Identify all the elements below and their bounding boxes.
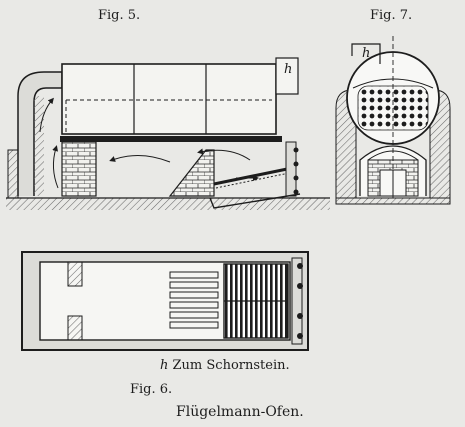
- fig6-front-plate: [291, 257, 303, 345]
- fig6-baffle-bottom: [67, 315, 83, 341]
- caption: Flügelmann-Ofen.: [176, 404, 304, 420]
- fig5-flue-wall: [34, 96, 44, 196]
- fig7-section: [335, 36, 451, 205]
- fig5-shelf: [60, 136, 282, 142]
- fig5-floor: [6, 198, 330, 210]
- fig7-label: Fig. 7.: [370, 8, 413, 23]
- fig7-chimney-outline: [351, 43, 381, 64]
- legend-symbol: h: [160, 358, 169, 373]
- fig6-plan: [21, 251, 309, 351]
- fig5-chimney-connection: [275, 57, 299, 95]
- fig6-flue-ribs: [169, 271, 219, 329]
- fig5-chimney-marker: h: [284, 62, 293, 77]
- fig5-fire-bridge: [168, 149, 215, 197]
- fig5-boiler-drum: [61, 63, 277, 135]
- legend: h Zum Schornstein.: [160, 358, 290, 373]
- fig5-grate: [213, 166, 293, 186]
- fig6-label: Fig. 6.: [130, 382, 173, 397]
- fig7-chimney-marker: h: [362, 46, 371, 61]
- fig6-baffle-top: [67, 261, 83, 287]
- fig5-section: [6, 57, 330, 210]
- fig5-label: Fig. 5.: [98, 8, 141, 23]
- fig5-left-pier: [7, 149, 19, 199]
- fig5-firebox-brickwork: [61, 141, 97, 197]
- legend-text: Zum Schornstein.: [172, 358, 290, 373]
